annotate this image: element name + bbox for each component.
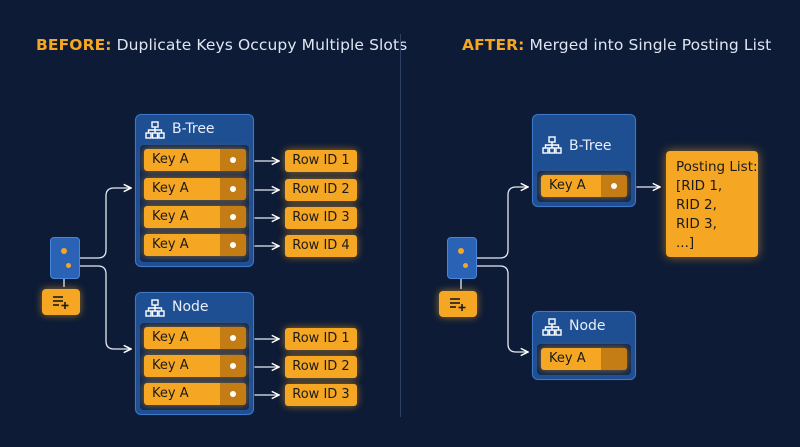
after-title: AFTER:Merged into Single Posting List <box>462 36 771 54</box>
key-label: Key A <box>152 358 189 373</box>
panel-body: Key A Key A Key A Key A <box>140 145 249 262</box>
before-node-panel: Node Key A Key A Key A <box>135 292 254 415</box>
row-id-label: Row ID 2 <box>292 182 350 197</box>
key-slot: Key A <box>144 206 246 228</box>
row-id: Row ID 2 <box>285 356 357 378</box>
key-slot: Key A <box>541 175 627 197</box>
after-add-button[interactable] <box>439 291 477 317</box>
posting-line: Posting List: <box>676 159 758 175</box>
row-id: Row ID 2 <box>285 179 357 201</box>
after-node-label: Node <box>569 318 606 334</box>
hierarchy-icon <box>145 121 165 143</box>
before-source-node <box>50 237 80 279</box>
key-label: Key A <box>549 178 586 193</box>
before-node-label: Node <box>172 299 209 315</box>
key-label: Key A <box>152 330 189 345</box>
after-btree-label: B-Tree <box>569 138 612 154</box>
after-source-node <box>447 237 477 279</box>
row-id: Row ID 3 <box>285 384 357 406</box>
after-title-text: Merged into Single Posting List <box>529 36 772 54</box>
panel-header: B-Tree <box>533 115 635 154</box>
source-dot <box>458 248 464 254</box>
before-btree-panel: B-Tree Key A Key A Key A Key A <box>135 114 254 267</box>
section-divider <box>400 34 401 417</box>
before-source-to-btree-connector <box>80 188 131 259</box>
key-label: Key A <box>152 209 189 224</box>
key-slot: Key A <box>541 348 627 370</box>
panel-body: Key A <box>537 171 631 202</box>
source-dot <box>463 263 468 268</box>
source-dot <box>66 263 71 268</box>
row-id-label: Row ID 3 <box>292 387 350 402</box>
before-add-button[interactable] <box>42 289 80 315</box>
posting-line: ...] <box>676 235 695 251</box>
row-id: Row ID 3 <box>285 207 357 229</box>
posting-line: RID 3, <box>676 216 717 232</box>
source-dot <box>61 248 67 254</box>
key-label: Key A <box>152 181 189 196</box>
key-label: Key A <box>152 386 189 401</box>
row-id-label: Row ID 3 <box>292 210 350 225</box>
after-btree-panel: B-Tree Key A <box>532 114 636 207</box>
row-id-label: Row ID 1 <box>292 331 350 346</box>
key-label: Key A <box>549 351 586 366</box>
key-slot: Key A <box>144 327 246 349</box>
panel-header: Node <box>136 293 253 323</box>
before-source-to-node-connector <box>80 265 131 349</box>
key-slot: Key A <box>144 355 246 377</box>
posting-line: RID 2, <box>676 197 717 213</box>
after-title-highlight: AFTER: <box>462 36 525 54</box>
key-label: Key A <box>152 237 189 252</box>
posting-line: [RID 1, <box>676 178 723 194</box>
panel-body: Key A <box>537 344 631 375</box>
after-node-panel: Node Key A <box>532 311 636 380</box>
row-id-label: Row ID 2 <box>292 359 350 374</box>
hierarchy-icon <box>145 299 165 321</box>
key-label: Key A <box>152 152 189 167</box>
key-slot: Key A <box>144 234 246 256</box>
before-title: BEFORE:Duplicate Keys Occupy Multiple Sl… <box>36 36 407 54</box>
before-btree-label: B-Tree <box>172 121 215 137</box>
panel-header: B-Tree <box>136 115 253 145</box>
hierarchy-icon <box>542 136 562 158</box>
posting-list: Posting List: [RID 1, RID 2, RID 3, ...] <box>666 151 758 257</box>
row-id: Row ID 1 <box>285 150 357 172</box>
row-id: Row ID 4 <box>285 235 357 257</box>
panel-header: Node <box>533 312 635 342</box>
row-id-label: Row ID 1 <box>292 153 350 168</box>
row-id-label: Row ID 4 <box>292 238 350 253</box>
key-slot: Key A <box>144 383 246 405</box>
key-slot: Key A <box>144 149 246 171</box>
after-source-to-node-connector <box>476 265 528 352</box>
row-id: Row ID 1 <box>285 328 357 350</box>
panel-body: Key A Key A Key A <box>140 323 249 410</box>
before-title-text: Duplicate Keys Occupy Multiple Slots <box>116 36 408 54</box>
after-source-to-btree-connector <box>476 187 528 259</box>
before-title-highlight: BEFORE: <box>36 36 112 54</box>
key-slot: Key A <box>144 178 246 200</box>
hierarchy-icon <box>542 318 562 340</box>
